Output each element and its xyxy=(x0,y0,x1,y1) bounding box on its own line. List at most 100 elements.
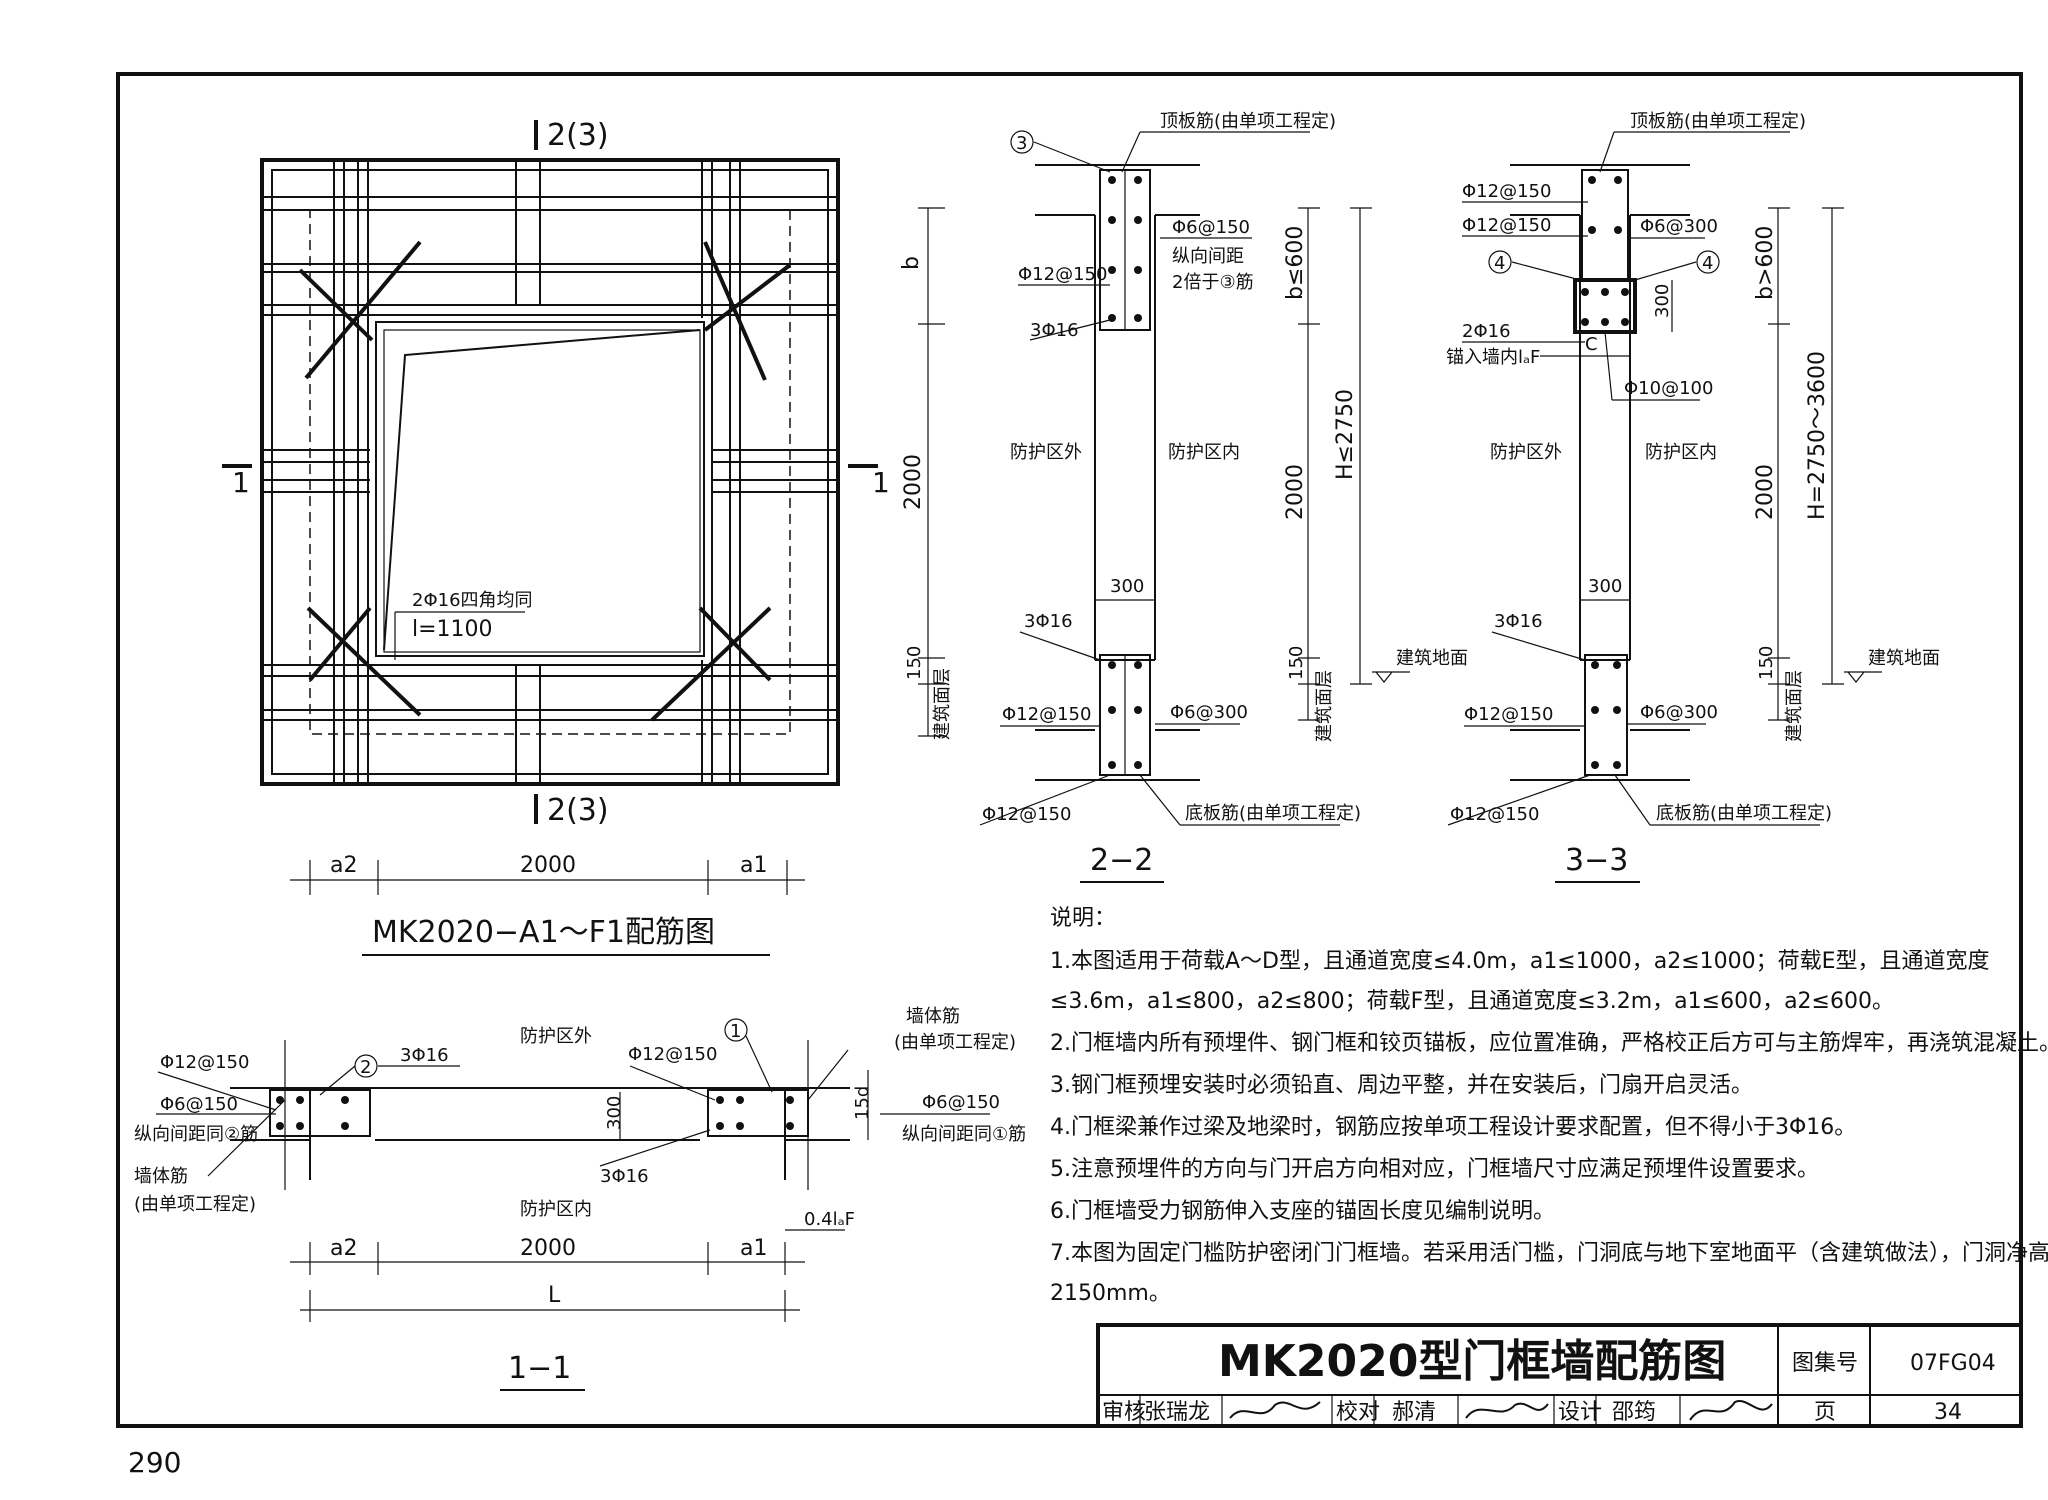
dim-b-33: b>600 xyxy=(1753,226,1778,300)
title-block: MK2020型门框墙配筋图 图集号 07FG04 审核 张瑞龙 校对 郝清 设计… xyxy=(1096,1323,2023,1428)
inside-zone-33: 防护区内 xyxy=(1645,442,1717,463)
note-line-8: 7.本图为固定门槛防护密闭门门框墙。若采用活门槛，门洞底与地下室地面平（含建筑做… xyxy=(1050,1241,2048,1266)
bar-note-22-b: 3Φ16 xyxy=(1030,320,1079,341)
dim-150-33: 150 xyxy=(1756,646,1777,680)
dim-c-33: C xyxy=(1585,334,1598,355)
dim-2000-vertical: 2000 xyxy=(901,454,926,510)
bar-note-33-b: Φ12@150 xyxy=(1462,215,1551,236)
design-name: 邵筠 xyxy=(1612,1400,1656,1425)
stirrup-note-22-b: Φ6@300 xyxy=(1170,702,1248,723)
ground-note-22: 建筑地面 xyxy=(1396,648,1468,669)
bar-note-33-c: 2Φ16 xyxy=(1462,321,1511,342)
stirrup-note-33-b: Φ10@100 xyxy=(1624,378,1713,399)
review-name: 张瑞龙 xyxy=(1144,1400,1210,1425)
stirrup-note-33-c: Φ6@300 xyxy=(1640,702,1718,723)
section-3-3-title: 3−3 xyxy=(1565,843,1628,878)
bottom-slab-note-22: 底板筋(由单项工程定) xyxy=(1185,803,1361,824)
callout-1: 1 xyxy=(730,1021,741,1042)
spacing-note-22: 纵向间距 xyxy=(1172,246,1244,267)
section-mark-top: 2(3) xyxy=(547,118,609,153)
section-2-2: 3 顶板筋(由单项工程定) Φ6@150 纵向间距 2倍于③筋 Φ12@150 … xyxy=(979,111,1468,883)
bar-note-11-b: 3Φ16 xyxy=(400,1045,449,1066)
page-value: 34 xyxy=(1934,1400,1962,1425)
bar-note-22-a: Φ12@150 xyxy=(1018,264,1107,285)
dim-floor-22: 建筑面层 xyxy=(1314,670,1335,742)
section-1-1: 防护区外 防护区内 Φ12@150 Φ6@150 纵向间距同②筋 墙体筋 (由单… xyxy=(134,1006,1026,1391)
dim-2000-horizontal: 2000 xyxy=(520,853,576,878)
bar-note-22-d: Φ12@150 xyxy=(1002,704,1091,725)
dim-H-33: H=2750～3600 xyxy=(1805,351,1830,520)
note-line-1: 1.本图适用于荷载A～D型，且通道宽度≤4.0m，a1≤1000，a2≤1000… xyxy=(1050,949,1990,974)
general-notes: 说明： 1.本图适用于荷载A～D型，且通道宽度≤4.0m，a1≤1000，a2≤… xyxy=(1050,906,2048,1306)
spacing-note-11-right: 纵向间距同①筋 xyxy=(902,1124,1026,1145)
dim-floor-33: 建筑面层 xyxy=(1784,670,1805,742)
wall-bar-note2-11-left: (由单项工程定) xyxy=(134,1194,256,1215)
width-300-22: 300 xyxy=(1110,576,1144,597)
callout-4-right: 4 xyxy=(1702,253,1713,274)
dim-2000-33: 2000 xyxy=(1753,464,1778,520)
top-slab-note-22: 顶板筋(由单项工程定) xyxy=(1160,111,1336,132)
bar-note-33-d: 3Φ16 xyxy=(1494,611,1543,632)
dim-b-22: b≤600 xyxy=(1283,226,1308,300)
section-mark-left: 1 xyxy=(232,466,250,499)
section-mark-bottom: 2(3) xyxy=(547,793,609,828)
section-mark-right: 1 xyxy=(872,466,890,499)
callout-2: 2 xyxy=(360,1057,371,1078)
stirrup-note-11-right: Φ6@150 xyxy=(922,1092,1000,1113)
section-1-1-title: 1−1 xyxy=(508,1351,571,1386)
dim-15d: 15d xyxy=(852,1086,873,1120)
dim-a1: a1 xyxy=(740,853,767,878)
ground-note-33: 建筑地面 xyxy=(1868,648,1940,669)
stirrup-note-22: Φ6@150 xyxy=(1172,217,1250,238)
note-line-3: 2.门框墙内所有预埋件、钢门框和铰页锚板，应位置准确，严格校正后方可与主筋焊牢，… xyxy=(1050,1031,2048,1056)
dim-floor-finish: 建筑面层 xyxy=(932,668,953,740)
note-line-5: 4.门框梁兼作过梁及地梁时，钢筋应按单项工程设计要求配置，但不得小于3Φ16。 xyxy=(1050,1115,1856,1140)
check-name: 郝清 xyxy=(1392,1400,1436,1425)
dim-150-22: 150 xyxy=(1286,646,1307,680)
outside-zone-11: 防护区外 xyxy=(520,1026,592,1047)
dim-a1-11: a1 xyxy=(740,1236,767,1261)
atlas-label: 图集号 xyxy=(1792,1351,1858,1376)
dim-300-33: 300 xyxy=(1652,284,1673,318)
spacing-note-11-left: 纵向间距同②筋 xyxy=(134,1124,258,1145)
outside-zone-22: 防护区外 xyxy=(1010,442,1082,463)
design-label: 设计 xyxy=(1558,1400,1602,1425)
anchor-note-33: 锚入墙内lₐF xyxy=(1446,347,1540,368)
dim-150: 150 xyxy=(904,646,925,680)
note-line-4: 3.钢门框预埋安装时必须铅直、周边平整，并在安装后，门扇开启灵活。 xyxy=(1050,1073,1753,1098)
dim-anchor-length: 0.4lₐF xyxy=(804,1209,855,1230)
note-line-2: ≤3.6m，a1≤800，a2≤800；荷载F型，且通道宽度≤3.2m，a1≤6… xyxy=(1050,989,1894,1014)
outside-zone-33: 防护区外 xyxy=(1490,442,1562,463)
note-line-6: 5.注意预埋件的方向与门开启方向相对应，门框墙尺寸应满足预埋件设置要求。 xyxy=(1050,1157,1819,1182)
inside-zone-11: 防护区内 xyxy=(520,1199,592,1220)
bar-note-33-a: Φ12@150 xyxy=(1462,181,1551,202)
drawing-frame xyxy=(116,72,2023,1428)
dim-2000-11: 2000 xyxy=(520,1236,576,1261)
wall-bar-note-11-right: 墙体筋 xyxy=(906,1006,960,1027)
dim-L: L xyxy=(548,1283,561,1308)
review-label: 审核 xyxy=(1102,1400,1146,1425)
design-signature xyxy=(1689,1400,1773,1421)
dim-H-22: H≤2750 xyxy=(1333,389,1358,480)
corner-bar-length: l=1100 xyxy=(412,617,493,642)
wall-bar-note2-11-right: (由单项工程定) xyxy=(894,1032,1016,1053)
drawing-title: MK2020型门框墙配筋图 xyxy=(1218,1336,1726,1387)
stirrup-note-11: Φ6@150 xyxy=(160,1094,238,1115)
corner-bar-note: 2Φ16四角均同 xyxy=(412,590,533,611)
spacing-note2-22: 2倍于③筋 xyxy=(1172,272,1254,293)
atlas-value: 07FG04 xyxy=(1910,1351,1996,1376)
width-300-33: 300 xyxy=(1588,576,1622,597)
plan-title: MK2020−A1～F1配筋图 xyxy=(372,915,715,950)
bar-note-11-c: 3Φ16 xyxy=(600,1166,649,1187)
dim-300-11: 300 xyxy=(604,1096,625,1130)
wall-bar-note-11-left: 墙体筋 xyxy=(134,1166,188,1187)
section-2-2-title: 2−2 xyxy=(1090,843,1153,878)
page-number: 290 xyxy=(128,1446,181,1479)
dim-a2: a2 xyxy=(330,853,357,878)
dim-b: b xyxy=(899,256,924,270)
stirrup-note-33-a: Φ6@300 xyxy=(1640,216,1718,237)
bar-note-22-e: Φ12@150 xyxy=(982,804,1071,825)
top-slab-note-33: 顶板筋(由单项工程定) xyxy=(1630,111,1806,132)
bar-note-33-f: Φ12@150 xyxy=(1450,804,1539,825)
